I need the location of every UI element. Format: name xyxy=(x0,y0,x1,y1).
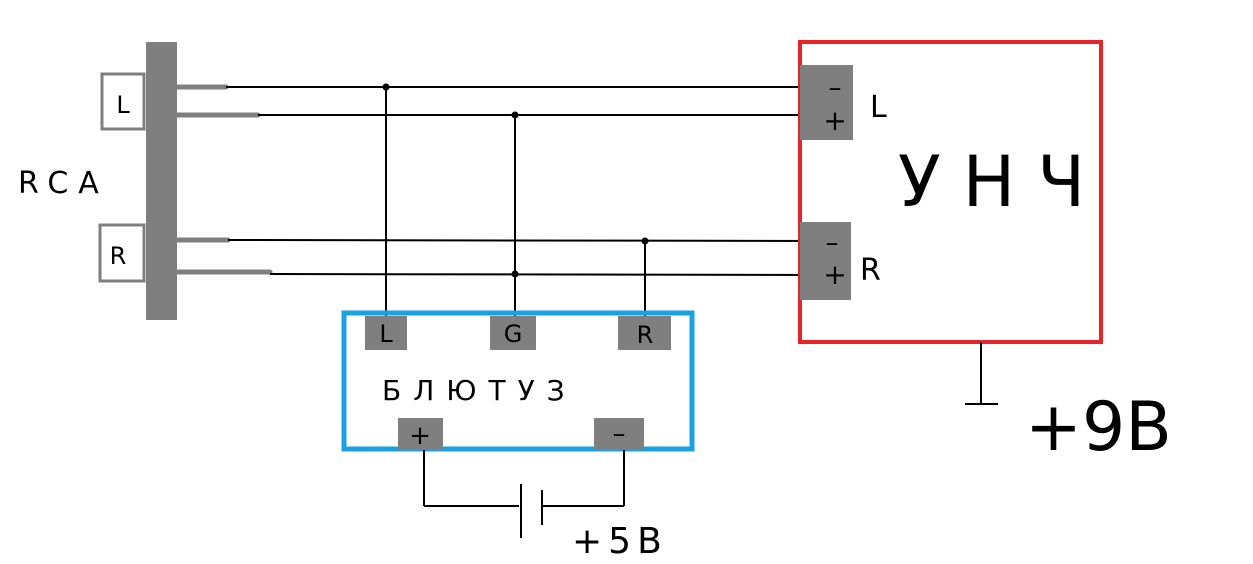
bt-plus-pad xyxy=(398,418,443,450)
amp-right-plus: + xyxy=(823,258,846,291)
amp-right-terminal xyxy=(800,222,851,300)
bt-pin-l: L xyxy=(379,320,393,348)
bluetooth-block: L G R БЛЮТУЗ + – +5В xyxy=(341,310,695,562)
amplifier-block: – + – + L R УНЧ +9В xyxy=(798,40,1172,467)
rca-connector: L R RCA xyxy=(18,42,273,320)
wire-right-minus xyxy=(227,239,823,242)
bt-pin-r-pad xyxy=(618,316,671,350)
amp-left-terminal xyxy=(800,65,853,140)
amp-supply-label: +9В xyxy=(1025,388,1172,467)
junction-g-top xyxy=(511,111,519,119)
amp-right-minus: – xyxy=(826,228,839,258)
bt-pin-g-pad xyxy=(490,316,536,350)
rca-bar xyxy=(146,42,177,320)
rca-label: RCA xyxy=(18,166,109,201)
bt-supply-label: +5В xyxy=(572,521,668,562)
junction-l xyxy=(382,83,390,91)
rca-jack-right-label: R xyxy=(110,242,127,270)
bt-minus: – xyxy=(613,419,626,449)
rca-jack-right-box xyxy=(98,223,146,283)
amp-title: УНЧ xyxy=(898,141,1107,223)
bluetooth-frame xyxy=(341,310,695,452)
bt-plus: + xyxy=(409,421,431,451)
bt-minus-pad xyxy=(594,418,644,450)
wire-right-plus xyxy=(269,273,823,276)
bt-pin-r: R xyxy=(637,321,654,349)
amplifier-frame xyxy=(798,40,1103,344)
amp-left-minus: – xyxy=(829,73,842,103)
signal-wires xyxy=(226,83,823,318)
bt-pin-l-pad xyxy=(365,316,407,350)
junction-g-bottom xyxy=(511,270,519,278)
bluetooth-title: БЛЮТУЗ xyxy=(382,374,577,407)
rca-jack-left-box xyxy=(100,72,146,131)
junction-r xyxy=(641,237,649,245)
amp-channel-right: R xyxy=(860,253,881,288)
bt-pin-g: G xyxy=(504,320,523,348)
amp-left-plus: + xyxy=(823,104,846,137)
amp-channel-left: L xyxy=(870,90,887,125)
rca-jack-left-label: L xyxy=(116,91,130,119)
